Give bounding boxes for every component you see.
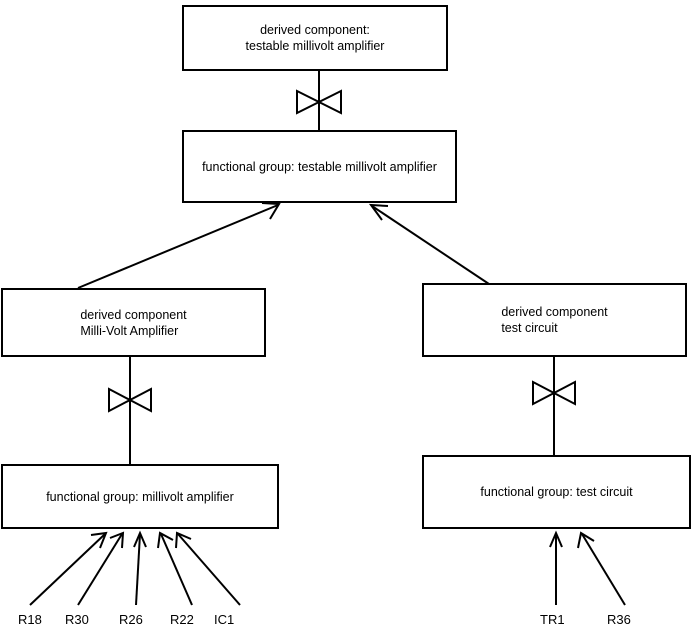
node-label: functional group: testable millivolt amp…: [202, 159, 437, 174]
leaf-label-tr1: TR1: [540, 612, 565, 627]
node-functional-group-test-circuit[interactable]: functional group: test circuit: [422, 455, 691, 529]
node-functional-group-testable-millivolt-amplifier[interactable]: functional group: testable millivolt amp…: [182, 130, 457, 203]
leaf-arrow-r18: [29, 531, 108, 606]
node-label: derived component Milli-Volt Amplifier: [80, 307, 187, 338]
bowtie-icon-top: [296, 89, 342, 115]
leaf-label-r26: R26: [119, 612, 143, 627]
connector-arrow-mvamp-to-fg-testable: [77, 202, 281, 289]
leaf-arrow-r36: [577, 531, 626, 606]
leaf-arrow-r30: [77, 531, 125, 606]
leaf-label-r22: R22: [170, 612, 194, 627]
leaf-label-r36: R36: [607, 612, 631, 627]
leaf-label-ic1: IC1: [214, 612, 235, 627]
node-label: functional group: test circuit: [480, 485, 633, 499]
node-derived-milli-volt-amplifier[interactable]: derived component Milli-Volt Amplifier: [1, 288, 266, 357]
leaf-arrow-r22: [157, 531, 193, 606]
leaf-arrow-tr1: [549, 530, 563, 605]
connector-arrow-testcircuit-to-fg-testable: [368, 203, 496, 289]
node-label: derived component: testable millivolt am…: [245, 23, 385, 53]
bowtie-icon-left: [108, 387, 152, 413]
leaf-arrow-ic1: [175, 531, 241, 606]
leaf-label-r30: R30: [65, 612, 89, 627]
node-label: derived component test circuit: [501, 305, 608, 335]
bowtie-icon-right: [532, 380, 576, 406]
node-label: functional group: millivolt amplifier: [46, 489, 234, 504]
node-derived-testable-millivolt-amplifier[interactable]: derived component: testable millivolt am…: [182, 5, 448, 71]
node-derived-test-circuit[interactable]: derived component test circuit: [422, 283, 687, 357]
leaf-arrow-r26: [133, 530, 147, 606]
node-functional-group-millivolt-amplifier[interactable]: functional group: millivolt amplifier: [1, 464, 279, 529]
leaf-label-r18: R18: [18, 612, 42, 627]
